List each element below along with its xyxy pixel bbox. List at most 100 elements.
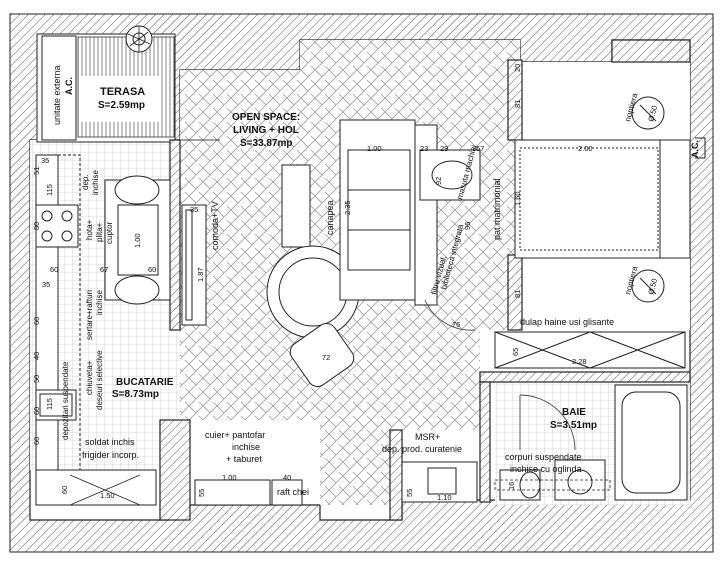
- dim-label: 60: [50, 265, 58, 274]
- toilet: [499, 469, 541, 501]
- dim-label: 92: [434, 177, 443, 185]
- bath-cabinets: [494, 479, 611, 491]
- dim-label: 2.35: [343, 200, 352, 215]
- ac-unit-label-2: A.C.: [64, 77, 74, 95]
- bath-title: BAIE: [562, 407, 586, 418]
- kitchen-counter: [35, 154, 157, 506]
- kitchen-title: BUCATARIE: [116, 377, 174, 388]
- terrace: [36, 25, 176, 143]
- dim-label: 1.50: [100, 491, 115, 500]
- bed: [514, 139, 691, 259]
- dim-label: 23: [420, 144, 428, 153]
- dim-label: 60: [32, 437, 41, 445]
- storage-label-1: dep.: [81, 174, 90, 190]
- coffee-table: [281, 164, 311, 248]
- living-area: S=33.87mp: [240, 138, 293, 149]
- dim-label: 60: [60, 486, 69, 494]
- sink-icon: [35, 389, 77, 421]
- living-title: OPEN SPACE:: [232, 112, 300, 123]
- dining-table: [104, 175, 171, 305]
- dim-label: 76: [452, 320, 460, 329]
- sink-label-1: chiuveta+: [85, 360, 94, 395]
- bath-area: S=3.51mp: [550, 420, 597, 431]
- dimension-labels: 35 51 115 80 60 35 60 40 50 115 60 60 60…: [32, 64, 659, 502]
- nightstand-top: [631, 96, 665, 130]
- dim-label: 35: [41, 156, 49, 165]
- dim-label: 55: [197, 489, 206, 497]
- dim-label: 29: [440, 144, 448, 153]
- coat-rack: [194, 479, 303, 506]
- dim-label: 35: [190, 205, 198, 214]
- wardrobe: [494, 331, 686, 369]
- dim-label: 20: [513, 64, 522, 72]
- dim-label: 50: [32, 375, 41, 383]
- door-swings: [180, 139, 576, 451]
- terrace-area: S=2.59mp: [98, 100, 145, 111]
- msr-cabinet: [401, 461, 478, 503]
- dim-label: 115: [45, 398, 54, 410]
- dim-label: 1.00: [222, 473, 237, 482]
- dresser-label: comoda+TV: [210, 201, 220, 250]
- dim-label: 16: [507, 482, 516, 490]
- lounge-chair: [266, 245, 360, 387]
- cooktop-icon: [35, 204, 79, 248]
- drawers-label-1: sertare+rafturi: [85, 290, 94, 340]
- dim-label: 65: [511, 348, 520, 356]
- dim-label: 60: [148, 265, 156, 274]
- dim-label: 1.00: [367, 144, 382, 153]
- dim-label: 1.00: [133, 233, 142, 248]
- hanging-storage-label: depozitari suspendate: [61, 361, 70, 440]
- wardrobe-label: dulap haine usi glisante: [520, 317, 614, 327]
- plant-icon: [125, 25, 153, 53]
- bath-cabinets-label-1: corpuri suspendate: [505, 452, 582, 462]
- coat-rack-label-1: cuier+ pantofar: [205, 430, 265, 440]
- dim-label: 81: [513, 290, 522, 298]
- dim-label: 51: [32, 167, 41, 175]
- dim-label: 67: [100, 265, 108, 274]
- hob-label-3: cuptor: [105, 221, 114, 244]
- bathtub: [614, 384, 688, 501]
- window-marker: [695, 137, 706, 159]
- nightstand-bottom: [631, 269, 665, 303]
- storage-label-2: inchise: [91, 170, 100, 195]
- key-shelf-label: raft chei: [277, 487, 309, 497]
- dim-label: Ø.50: [646, 277, 659, 295]
- bed-label: pat matrimonial: [492, 178, 502, 240]
- sofa-label: canapea: [325, 200, 335, 235]
- living-title-2: LIVING + HOL: [233, 125, 299, 136]
- fridge-label-2: frigider incorp.: [82, 450, 139, 460]
- dim-label: 1.10: [437, 493, 452, 502]
- dim-label: 60: [32, 317, 41, 325]
- coat-rack-label-3: + taburet: [226, 454, 262, 464]
- bath-cabinets-label-2: inchise cu oglinda: [510, 464, 582, 474]
- ac-bedroom-label: A.C.: [690, 140, 700, 158]
- msr-label-1: MSR+: [415, 432, 440, 442]
- dim-label: Ø.50: [646, 104, 659, 122]
- dim-label: 2.28: [572, 357, 587, 366]
- msr-label-2: dep. prod. curatenie: [382, 444, 462, 454]
- dim-label: 60: [32, 407, 41, 415]
- drawers-label-2: inchise: [95, 290, 104, 315]
- hob-label-1: hota+: [85, 219, 94, 240]
- dim-label: 1.60: [513, 191, 522, 206]
- dim-label: 80: [32, 222, 41, 230]
- dim-label: 81: [513, 100, 522, 108]
- sink-label-2: deseuri selective: [95, 350, 104, 410]
- ac-unit-label-1: unitate externa: [52, 65, 62, 125]
- vanity-table: [419, 149, 481, 201]
- coat-rack-label-2: inchise: [232, 442, 260, 452]
- dim-label: 1.87: [196, 267, 205, 282]
- hob-label-2: plita+: [95, 222, 104, 242]
- dim-label: 40: [32, 352, 41, 360]
- dim-label: 96: [463, 222, 472, 230]
- dim-label: 55: [405, 489, 414, 497]
- fridge-label-1: soldat inchis: [85, 437, 135, 447]
- dim-label: 115: [45, 184, 54, 196]
- terrace-title: TERASA: [100, 86, 145, 98]
- dim-label: 40: [283, 473, 291, 482]
- interior-walls: [159, 39, 691, 521]
- dim-label: 72: [322, 353, 330, 362]
- dim-label: 35: [42, 280, 50, 289]
- dim-label: 67: [476, 144, 484, 153]
